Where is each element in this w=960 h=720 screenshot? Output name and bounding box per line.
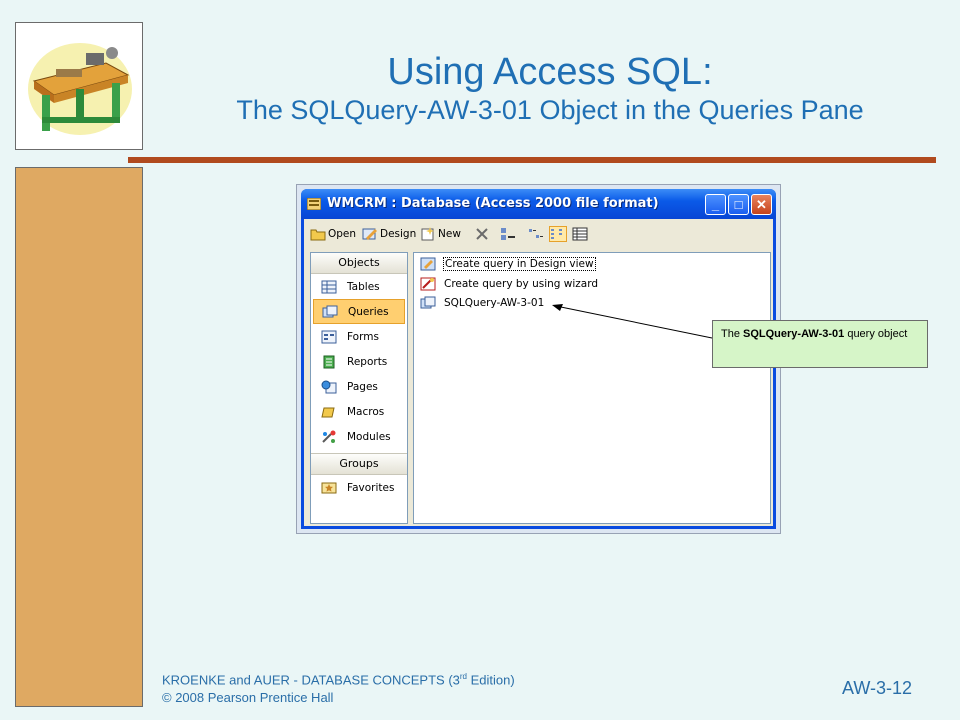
title-line-2: The SQLQuery-AW-3-01 Object in the Queri… (236, 95, 864, 125)
object-item-label: Queries (348, 305, 389, 318)
minimize-button[interactable]: _ (705, 194, 726, 215)
new-label: New (438, 228, 461, 240)
small-icons-icon (529, 229, 543, 238)
queries-list-pane: Create query in Design view Create query… (413, 252, 771, 524)
delete-button[interactable] (474, 227, 490, 241)
objects-pane: Objects Tables Queries Forms Reports (310, 252, 408, 524)
wizard-icon (420, 277, 436, 291)
form-icon (321, 330, 337, 343)
module-icon (322, 430, 336, 443)
callout-box: The SQLQuery-AW-3-01 query object (712, 320, 928, 368)
access-window-screenshot: WMCRM : Database (Access 2000 file forma… (296, 184, 781, 534)
list-view-button[interactable] (549, 226, 567, 242)
object-item-label: Forms (347, 330, 379, 343)
window-titlebar[interactable]: WMCRM : Database (Access 2000 file forma… (301, 189, 776, 219)
footer-superscript: rd (459, 672, 468, 681)
object-item-pages[interactable]: Pages (311, 374, 407, 399)
title-line-1: Using Access SQL: (387, 51, 713, 93)
delete-icon (476, 228, 488, 240)
object-item-tables[interactable]: Tables (311, 274, 407, 299)
object-item-label: Tables (347, 280, 380, 293)
design-view-icon (420, 257, 436, 271)
list-item-label: Create query by using wizard (444, 278, 599, 290)
callout-bold: SQLQuery-AW-3-01 (743, 328, 845, 340)
object-item-reports[interactable]: Reports (311, 349, 407, 374)
group-item-label: Favorites (347, 481, 395, 494)
object-item-forms[interactable]: Forms (311, 324, 407, 349)
list-item-create-wizard[interactable]: Create query by using wizard (420, 277, 598, 291)
list-item-label: SQLQuery-AW-3-01 (444, 297, 545, 309)
list-item-sqlquery[interactable]: SQLQuery-AW-3-01 (420, 296, 544, 310)
objects-header: Objects (311, 253, 407, 274)
object-item-label: Reports (347, 355, 388, 368)
minimize-icon: _ (711, 197, 720, 212)
query-icon (322, 305, 338, 317)
page-icon (321, 380, 337, 393)
open-label: Open (328, 228, 357, 240)
list-item-create-design-view[interactable]: Create query in Design view (420, 257, 596, 271)
open-button[interactable]: Open (310, 227, 356, 241)
window-title: WMCRM : Database (Access 2000 file forma… (327, 196, 659, 211)
groups-header[interactable]: Groups (311, 453, 407, 475)
favorites-icon (321, 482, 337, 493)
object-item-modules[interactable]: Modules (311, 424, 407, 449)
toolbar: Open Design New (304, 219, 773, 249)
footer-line-2: © 2008 Pearson Prentice Hall (162, 690, 334, 706)
open-folder-icon (310, 229, 326, 241)
large-icons-icon (501, 228, 515, 240)
workbench-logo-icon (28, 43, 132, 135)
report-icon (323, 355, 335, 368)
window-frame: WMCRM : Database (Access 2000 file forma… (301, 189, 776, 529)
slide-title: Using Access SQL: The SQLQuery-AW-3-01 O… (150, 50, 950, 126)
maximize-button[interactable]: □ (728, 194, 749, 215)
database-app-icon (307, 198, 321, 210)
object-item-label: Pages (347, 380, 378, 393)
page-number: AW-3-12 (842, 678, 913, 698)
callout-suffix: query object (844, 328, 908, 340)
footer-credits: KROENKE and AUER - DATABASE CONCEPTS (3r… (162, 668, 515, 707)
close-button[interactable]: ✕ (751, 194, 772, 215)
object-item-label: Modules (347, 430, 391, 443)
logo-box (15, 22, 143, 150)
decorative-sidebar (15, 167, 143, 707)
database-window-client: Open Design New (304, 219, 773, 526)
small-icons-button[interactable] (528, 227, 544, 241)
design-button[interactable]: Design (362, 227, 416, 241)
new-button[interactable]: New (420, 227, 461, 241)
title-divider (128, 157, 936, 163)
new-icon (421, 227, 434, 241)
footer-text-a: KROENKE and AUER - DATABASE CONCEPTS (3 (162, 672, 460, 688)
list-item-label: Create query in Design view (443, 257, 596, 271)
object-item-macros[interactable]: Macros (311, 399, 407, 424)
list-view-icon (551, 229, 562, 239)
group-item-favorites[interactable]: Favorites (311, 475, 407, 500)
close-icon: ✕ (756, 197, 767, 212)
details-view-button[interactable] (572, 227, 588, 241)
object-item-queries[interactable]: Queries (313, 299, 405, 324)
maximize-icon: □ (734, 197, 743, 212)
design-icon (362, 228, 377, 240)
large-icons-button[interactable] (500, 227, 516, 241)
design-label: Design (380, 228, 417, 240)
footer-line-1: KROENKE and AUER - DATABASE CONCEPTS (3r… (162, 668, 515, 689)
details-view-icon (572, 227, 588, 241)
query-icon (420, 296, 436, 309)
footer-text-b: Edition) (467, 672, 515, 688)
object-item-label: Macros (347, 405, 385, 418)
table-icon (321, 280, 337, 293)
macro-icon (321, 407, 335, 417)
callout-prefix: The (721, 328, 744, 340)
